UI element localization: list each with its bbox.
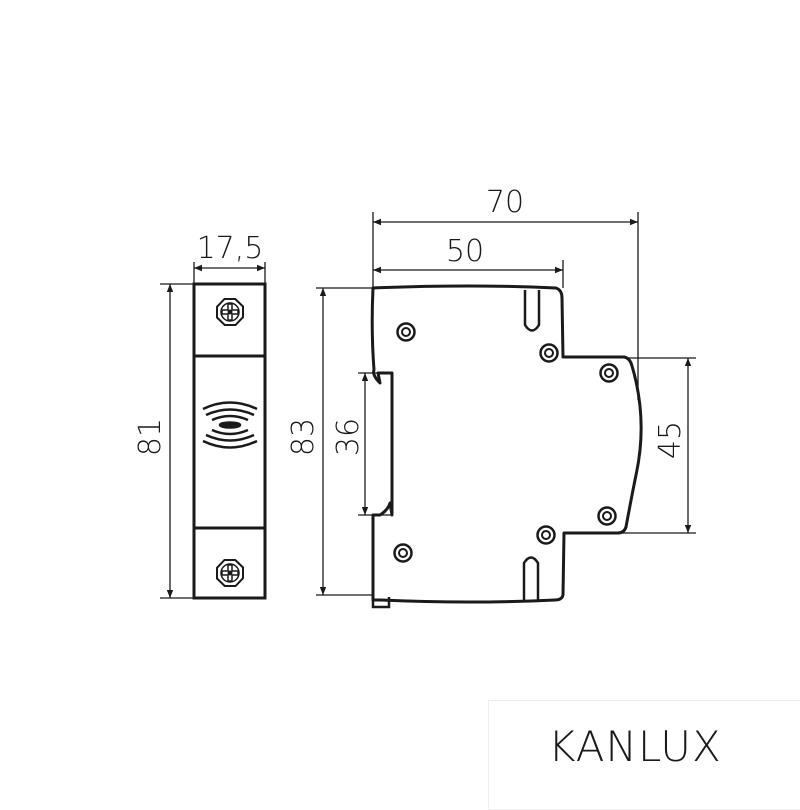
dimension-front-height: [620, 357, 696, 534]
dimension-overall-depth: [372, 212, 639, 400]
din-clip-bottom: [371, 595, 391, 609]
side-height-label: 83: [286, 418, 321, 456]
dimension-height-front: [160, 283, 194, 599]
front-width-label: 17,5: [197, 231, 264, 266]
terminal-screw-icon-bottom: [210, 553, 250, 593]
sound-waves-icon: [202, 401, 258, 449]
side-view: [316, 212, 696, 609]
slot-top: [523, 290, 541, 332]
rivet-icon: [536, 525, 556, 545]
rivet-icon: [396, 322, 416, 342]
overall-depth-label: 70: [486, 185, 524, 220]
terminal-screw-icon-top: [210, 292, 250, 332]
front-height-label: 81: [133, 418, 168, 456]
rivet-icon: [599, 363, 619, 383]
rivet-icon: [539, 343, 559, 363]
dimension-height-side: [316, 287, 373, 596]
front-view: [160, 262, 267, 600]
din-rail-label: 36: [331, 418, 366, 456]
dimension-width-front: [193, 262, 266, 284]
dimension-step-depth: [373, 260, 564, 288]
step-depth-label: 50: [446, 234, 484, 269]
front-height-side-label: 45: [653, 421, 688, 459]
dimension-din-rail: [358, 372, 392, 516]
slot-bottom: [522, 556, 540, 600]
front-body: [192, 282, 267, 600]
rivet-icon: [393, 543, 413, 563]
brand-logo: KANLUX: [548, 722, 722, 771]
rivet-icon: [597, 506, 617, 526]
